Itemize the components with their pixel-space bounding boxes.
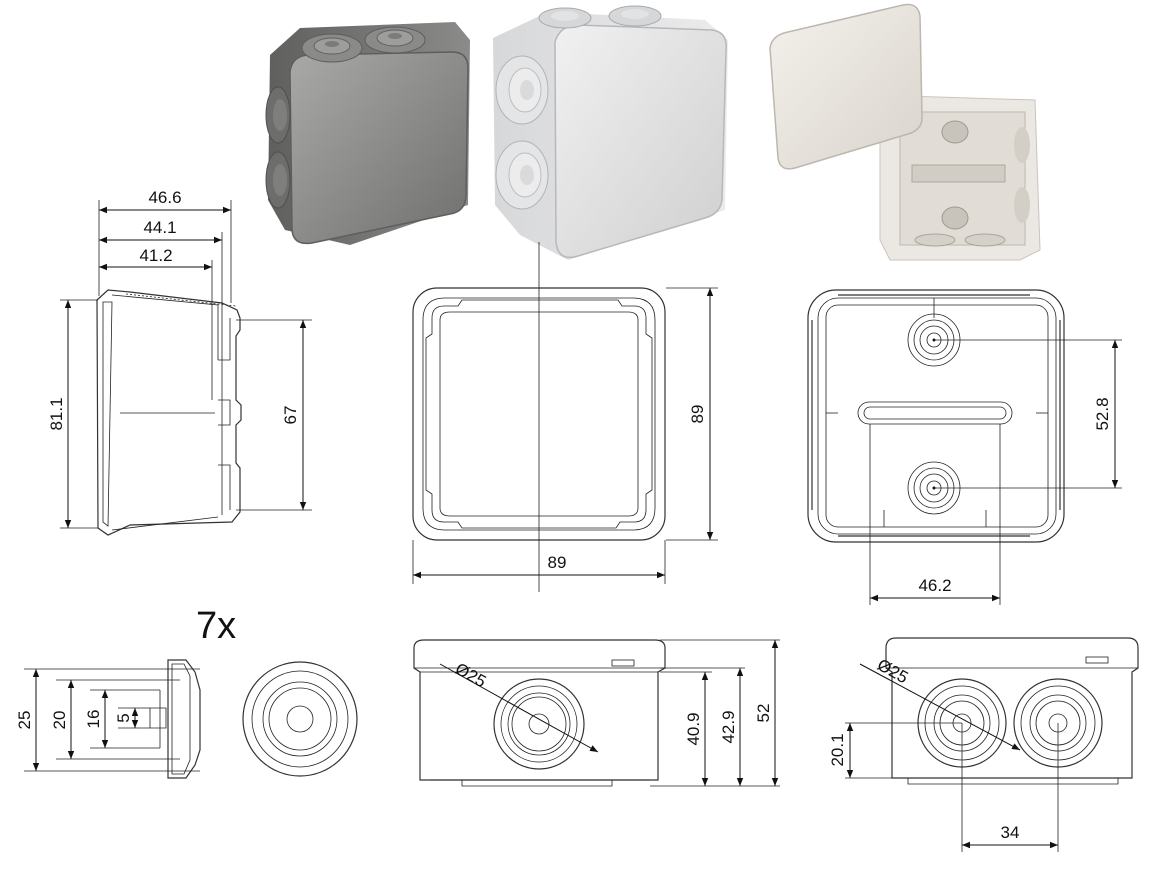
dim-side-top-3: 41.2 [139, 246, 172, 265]
dim-front-h3: 52 [754, 704, 773, 723]
dim-gland-d1: 25 [15, 711, 34, 730]
gland-section-view [24, 659, 201, 779]
dim-side-top-1: 46.6 [148, 188, 181, 207]
dim-gland-d2: 20 [50, 711, 69, 730]
top-view [412, 242, 718, 592]
dim-gland-d4: 5 [114, 713, 133, 722]
photo-box-closed-dark [265, 22, 470, 245]
dim-interior-spacing-h: 46.2 [918, 576, 951, 595]
dim-front-diameter: Ø25 [452, 659, 489, 691]
photo-box-open-lid [769, 3, 1041, 261]
dim-front-h2: 42.9 [719, 710, 738, 743]
dim-top-height: 89 [688, 405, 707, 424]
side-section-view [96, 200, 242, 536]
dimension-labels: 46.6 44.1 41.2 81.1 67 89 89 52.8 46.2 7… [15, 188, 1112, 842]
front-elevation-view [413, 639, 780, 787]
end-elevation-view [845, 637, 1139, 852]
dim-end-diameter: Ø25 [874, 655, 911, 687]
dim-gland-d3: 16 [84, 710, 103, 729]
dim-front-h1: 40.9 [684, 712, 703, 745]
dim-side-height-outer: 81.1 [47, 397, 66, 430]
dim-end-center-h: 20.1 [828, 733, 847, 766]
dim-side-top-2: 44.1 [143, 218, 176, 237]
gland-count-label: 7x [196, 605, 236, 647]
dim-top-width: 89 [548, 553, 567, 572]
dim-interior-spacing-v: 52.8 [1093, 397, 1112, 430]
interior-view [807, 289, 1122, 605]
gland-front-view [242, 661, 358, 777]
photo-box-closed-light [493, 5, 728, 260]
dim-side-height-inner: 67 [281, 406, 300, 425]
dim-end-spacing: 34 [1001, 823, 1020, 842]
dimension-lines [32, 206, 1119, 849]
